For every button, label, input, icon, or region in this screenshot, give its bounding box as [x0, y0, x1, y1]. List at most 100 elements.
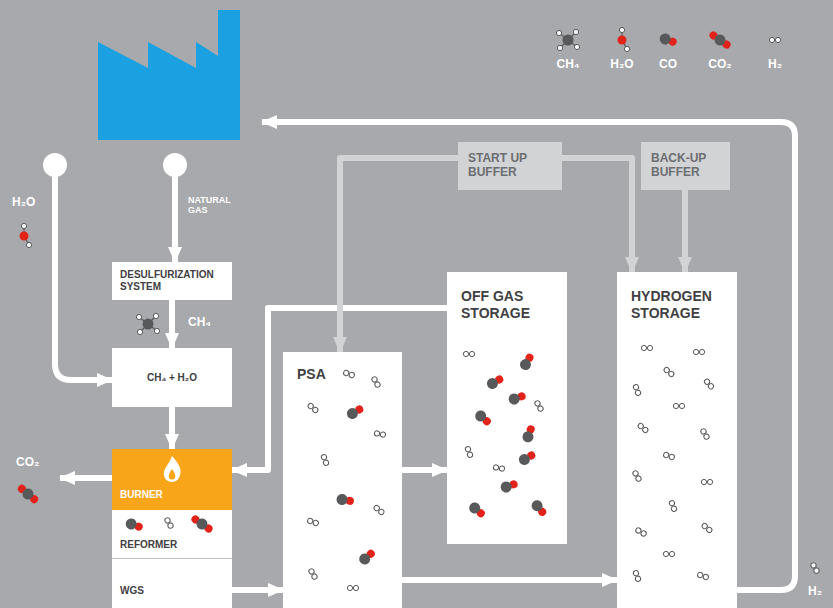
hydrogen-atom	[707, 479, 712, 484]
carbon-atom	[124, 517, 138, 531]
carbon-atom	[345, 406, 360, 421]
node-label: DESULFURIZATION SYSTEM	[120, 269, 224, 293]
node-illustration	[112, 510, 232, 558]
ch4-molecule	[556, 29, 579, 50]
h2o-molecule	[618, 27, 630, 51]
hydrogen-atom	[537, 405, 544, 412]
h2-molecule	[321, 454, 330, 466]
reformer-box: REFORMER	[112, 510, 232, 558]
hydrogen-atom	[463, 351, 468, 356]
h2-molecule	[700, 428, 710, 440]
hydrogen-atom	[378, 508, 385, 515]
hydrogen-atom	[374, 381, 381, 388]
hydrogen-atom	[467, 451, 474, 458]
h2-molecule	[307, 518, 319, 527]
hydrogen-atom	[635, 575, 642, 582]
hydrogen-atom	[813, 567, 820, 574]
h2-molecule	[373, 504, 385, 515]
hydrogen-atom	[312, 406, 319, 413]
h2-molecule	[374, 430, 386, 437]
hydrogen-atom	[673, 403, 678, 408]
carbon-atom	[473, 408, 488, 423]
hydrogen-atom	[671, 505, 678, 512]
flow-connector	[682, 190, 688, 272]
carbon-atom	[336, 493, 349, 506]
h2-molecule	[663, 452, 675, 461]
buffer-box: START UP BUFFER	[458, 142, 562, 190]
hydrogen-atom	[699, 349, 704, 354]
carbon-atom	[658, 32, 672, 46]
burner-box: BURNER	[112, 449, 232, 510]
hydrogen-atom	[669, 500, 676, 507]
node-label: OFF GAS STORAGE	[461, 288, 553, 322]
hydrogen-atom	[469, 351, 474, 356]
co2-molecule	[707, 29, 733, 52]
co-molecule	[357, 547, 377, 567]
hydrogen-atom	[380, 432, 386, 438]
flow-connector	[169, 300, 175, 348]
h2-molecule	[693, 349, 704, 354]
legend-symbol	[556, 29, 579, 50]
h2-molecule	[663, 551, 674, 556]
node-illustration	[617, 272, 737, 608]
hydrogen-atom	[493, 464, 499, 470]
oxygen-atom	[20, 232, 29, 241]
hydrogen-atom	[640, 530, 647, 537]
node-label: BURNER	[120, 489, 224, 501]
h2-molecule	[632, 470, 642, 482]
h2-molecule	[307, 402, 319, 413]
h2-molecule	[669, 500, 678, 512]
hydrogen-atom	[668, 370, 675, 377]
psa-unit: PSA	[283, 352, 402, 608]
co-molecule	[499, 478, 519, 494]
hydrogen-atom	[307, 518, 314, 525]
h2-molecule	[493, 464, 505, 471]
hydrogen-atom	[775, 37, 780, 42]
hydrogen-atom	[323, 459, 330, 466]
flow-label: CH₄	[188, 316, 211, 330]
carbon-atom	[467, 500, 482, 515]
hydrogen-atom	[642, 426, 649, 433]
hydrogen-atom	[769, 37, 774, 42]
process-box: DESULFURIZATION SYSTEM	[112, 262, 232, 300]
legend-symbol	[769, 37, 780, 42]
hydrogen-atom	[697, 572, 704, 579]
stream-label: NATURAL GAS	[188, 195, 238, 216]
h2-molecule	[637, 422, 649, 433]
hydrogen-atom	[167, 522, 174, 529]
h2-molecule	[641, 345, 652, 350]
h2-molecule	[701, 479, 712, 484]
co-molecule	[467, 500, 487, 520]
h2-molecule	[534, 400, 544, 412]
legend-symbol	[618, 27, 630, 51]
carbon-atom	[499, 480, 513, 494]
hydrogen-atom	[374, 430, 380, 436]
carbon-atom	[712, 32, 727, 47]
carbon-atom	[20, 486, 35, 501]
hydrogen-atom	[557, 45, 562, 50]
co-molecule	[345, 403, 366, 421]
co-molecule	[507, 390, 527, 406]
hydrogen-atom	[641, 345, 646, 350]
h2-molecule	[673, 403, 684, 408]
hydrogen-atom	[26, 242, 31, 247]
flow-connector	[402, 467, 447, 473]
co-molecule	[473, 408, 493, 428]
node-label: HYDROGEN STORAGE	[631, 288, 723, 322]
carbon-atom	[521, 430, 535, 444]
hydrogen-atom	[347, 585, 352, 590]
hydrogen-atom	[633, 570, 640, 577]
h2-molecule	[371, 376, 381, 388]
carbon-atom	[517, 452, 532, 467]
legend-symbol	[658, 32, 678, 48]
gas-feed-line	[172, 176, 178, 262]
node-label: CH₄ + H₂O	[147, 372, 197, 384]
buffer-box: BACK-UP BUFFER	[641, 142, 730, 190]
flame-outer	[164, 456, 181, 482]
h2-molecule	[701, 522, 713, 533]
hydrogen-atom	[137, 329, 142, 334]
hydrogen-atom	[353, 585, 358, 590]
co-molecule	[518, 351, 536, 372]
